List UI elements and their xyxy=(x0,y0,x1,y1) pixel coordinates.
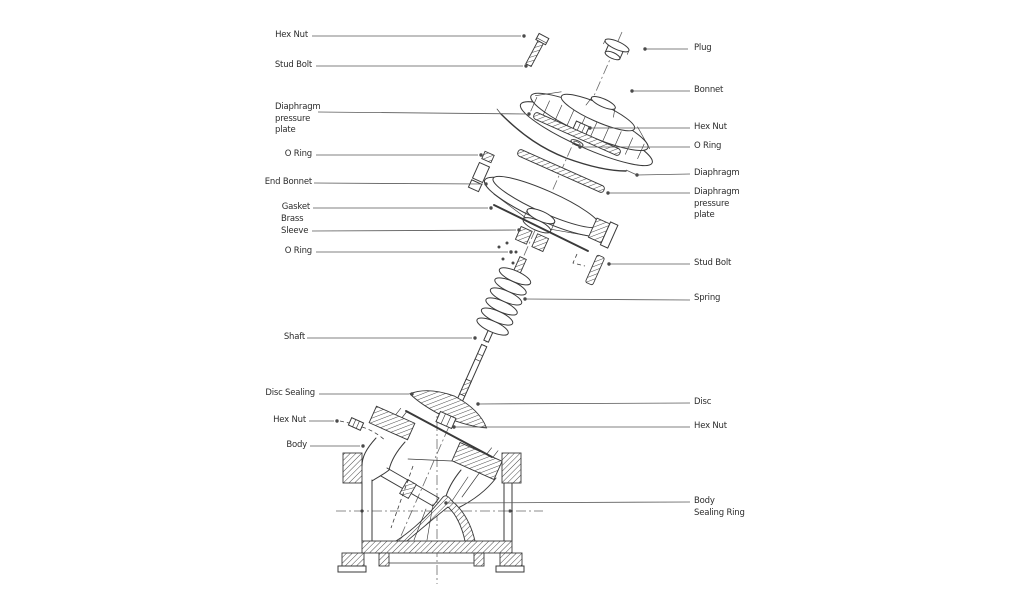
body-sealing-ring-drawing xyxy=(405,410,493,458)
gasket-drawing xyxy=(493,204,589,252)
label-right-bonnet: Bonnet xyxy=(694,85,724,95)
label-left-o-ring-1: O Ring xyxy=(284,149,312,159)
label-right-body-sealing-ring: Body Sealing Ring xyxy=(694,496,745,518)
o-ring-bottom-drawing xyxy=(497,241,518,265)
label-left-hex-nut-top: Hex Nut xyxy=(275,30,308,40)
stud-bolt-right-drawing xyxy=(572,253,605,286)
label-right-hex-nut-bottom: Hex Nut xyxy=(694,421,727,431)
label-left-body: Body xyxy=(286,440,307,450)
label-left-hex-nut-bottom: Hex Nut xyxy=(273,415,306,425)
label-right-stud-bolt: Stud Bolt xyxy=(694,258,732,268)
hex-nut-disc-drawing xyxy=(435,410,457,430)
hex-nut-left-drawing xyxy=(339,417,387,442)
disc-drawing xyxy=(409,390,488,429)
label-right-hex-nut-top: Hex Nut xyxy=(694,122,727,132)
diaphragm-drawing xyxy=(496,108,627,172)
label-right-o-ring: O Ring xyxy=(694,141,722,151)
leader-lines-left xyxy=(307,34,531,448)
leader-lines-right xyxy=(444,47,691,505)
o-ring-left-drawing xyxy=(481,150,495,164)
shaft-drawing xyxy=(456,343,488,406)
label-left-disc-sealing: Disc Sealing xyxy=(265,388,315,398)
label-right-disc: Disc xyxy=(694,397,712,407)
label-right-plug: Plug xyxy=(694,43,712,53)
end-bonnet-drawing xyxy=(467,161,619,249)
diaphragm-pressure-plate-1-drawing xyxy=(533,112,621,156)
diaphragm-pressure-plate-2-drawing xyxy=(517,149,605,193)
label-right-diaphragm-pressure-plate: Diaphragm pressure plate xyxy=(694,187,740,220)
label-left-diaphragm-pressure-plate: Diaphragm pressure plate xyxy=(275,102,321,135)
label-left-brass-sleeve: Brass Sleeve xyxy=(281,214,309,236)
label-left-o-ring-2: O Ring xyxy=(284,246,312,256)
stud-bolt-top-drawing xyxy=(525,32,550,68)
plug-drawing xyxy=(603,38,630,61)
label-right-diaphragm: Diaphragm xyxy=(694,168,740,178)
spring-drawing xyxy=(476,256,532,343)
body-drawing xyxy=(337,405,525,573)
label-left-end-bonnet: End Bonnet xyxy=(264,177,312,187)
o-ring-mid-drawing xyxy=(570,139,584,147)
label-left-gasket: Gasket xyxy=(281,202,310,212)
label-left-stud-bolt: Stud Bolt xyxy=(274,60,312,70)
label-left-shaft: Shaft xyxy=(283,332,305,342)
label-right-spring: Spring xyxy=(694,293,721,303)
